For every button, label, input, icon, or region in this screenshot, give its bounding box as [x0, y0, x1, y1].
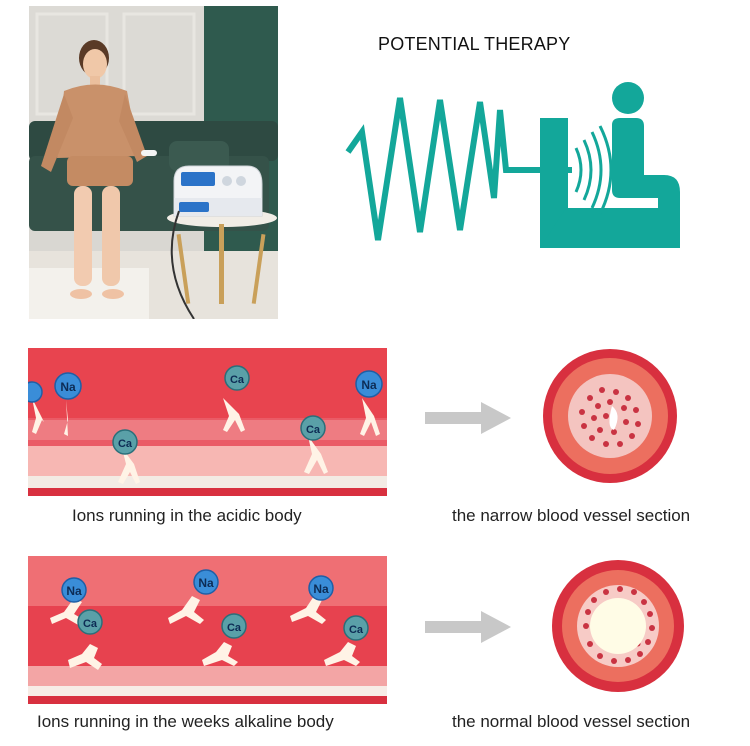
ion-label: Ca	[230, 374, 245, 386]
alkaline-ions-illustration: Na Na Na Ca Ca Ca	[28, 556, 387, 704]
person-seated-icon	[540, 82, 680, 248]
ion-label: Na	[60, 380, 76, 394]
ion-label: Ca	[118, 438, 133, 450]
arrow-right-icon	[425, 400, 515, 436]
ion-label: Na	[198, 576, 214, 590]
narrow-vessel-illustration	[540, 346, 680, 486]
acidic-caption: Ions running in the acidic body	[72, 506, 302, 525]
alkaline-caption: Ions running in the weeks alkaline body	[37, 712, 334, 731]
therapy-illustration	[340, 70, 700, 270]
narrow-caption: the narrow blood vessel section	[452, 506, 691, 525]
arrow-right-icon	[425, 609, 515, 645]
page-title: POTENTIAL THERAPY	[378, 34, 571, 54]
ion-label: Ca	[83, 618, 98, 630]
ion-label: Ca	[349, 624, 364, 636]
ion-label: Na	[313, 582, 329, 596]
zigzag-wave-icon	[345, 97, 572, 241]
normal-vessel-illustration	[548, 556, 688, 696]
product-photo	[29, 6, 278, 319]
acidic-ions-illustration: Na Ca Na Ca Ca	[28, 348, 387, 496]
ion-label: Na	[66, 584, 82, 598]
ion-label: Ca	[227, 622, 242, 634]
ion-label: Ca	[306, 424, 321, 436]
normal-caption: the normal blood vessel section	[452, 712, 691, 731]
ion-label: Na	[361, 378, 377, 392]
